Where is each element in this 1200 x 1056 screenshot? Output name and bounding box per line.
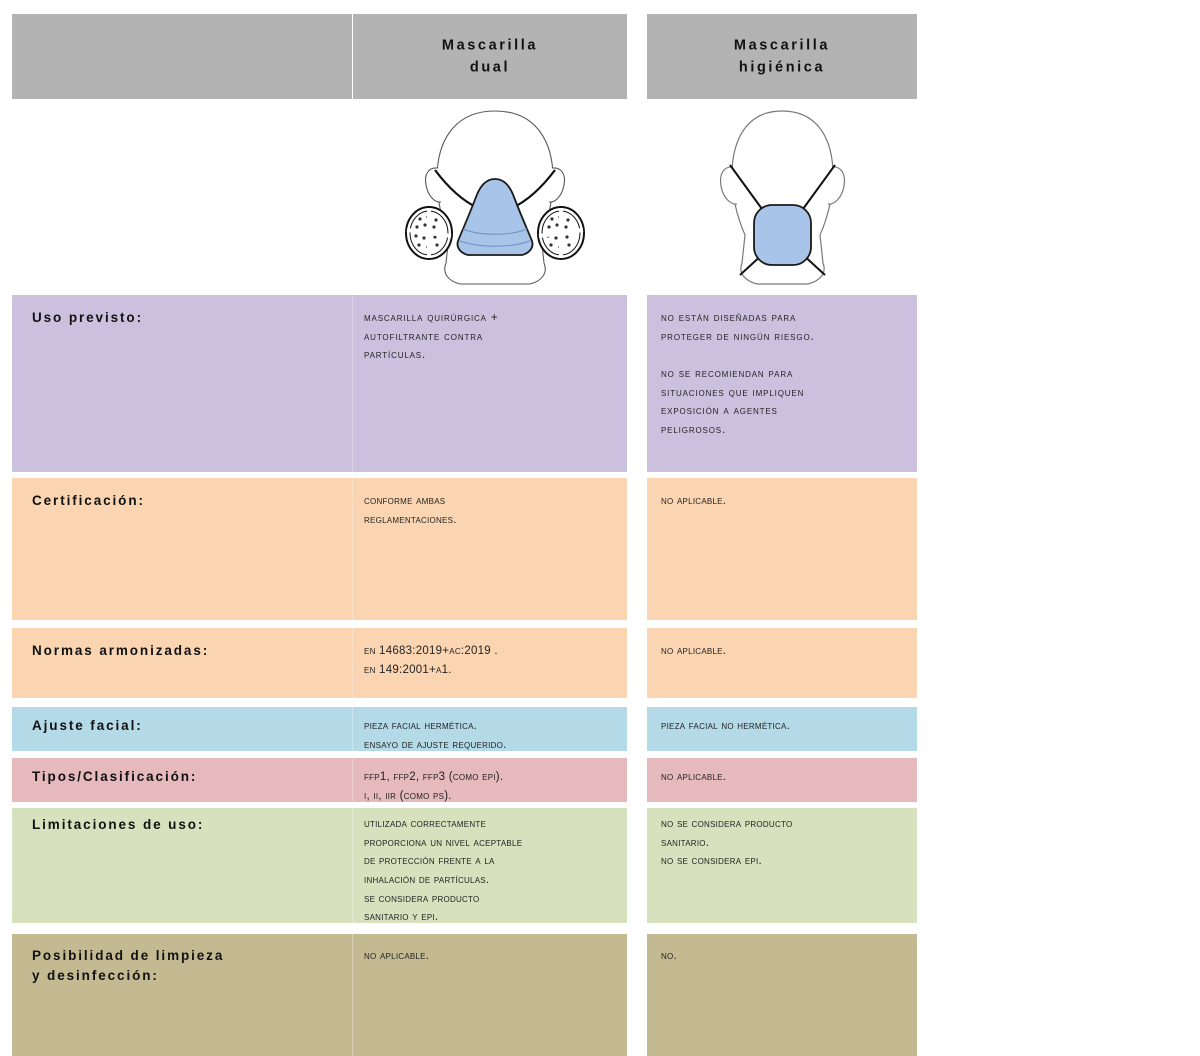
row-label: Normas armonizadas: <box>32 643 210 658</box>
hygienic-cell: No aplicable. <box>647 628 917 698</box>
dual-cell: No aplicable. <box>352 934 627 1056</box>
hygienic-cell-text: Pieza facial no hermética. <box>661 720 791 732</box>
ear-left <box>424 167 442 203</box>
header-cell-blank <box>12 14 352 99</box>
dual-cell: FFP1, FFP2, FFP3 (como EPI). I, II, IIR … <box>352 758 627 802</box>
dual-cell: Pieza facial hermética. Ensayo de ajuste… <box>352 707 627 751</box>
table-row: Limitaciones de uso: Utilizada correctam… <box>12 808 627 923</box>
hygienic-cell: No aplicable. <box>647 478 917 620</box>
mask-fold-1 <box>462 228 528 235</box>
column-divider <box>352 934 353 1056</box>
hygienic-cell: No aplicable. <box>647 758 917 802</box>
row-label-cell: Tipos/Clasificación: <box>12 758 352 802</box>
hygienic-cell-text: No se considera producto sanitario. No s… <box>661 818 793 868</box>
row-label-cell: Limitaciones de uso: <box>12 808 352 923</box>
dual-cell-text: Pieza facial hermética. Ensayo de ajuste… <box>364 720 507 751</box>
dual-cell-text: Mascarilla quirúrgica + autofiltrante co… <box>364 312 499 362</box>
table-row: Normas armonizadas: EN 14683:2019+AC:201… <box>12 628 627 698</box>
row-label: Uso previsto: <box>32 310 143 325</box>
dual-cell-text: No aplicable. <box>364 950 430 962</box>
mask-body <box>456 178 534 256</box>
header-dual-label: Mascarilla dual <box>441 37 539 76</box>
header-cell-dual: Mascarilla dual <box>353 14 627 99</box>
hygienic-cell-text: No aplicable. <box>661 771 727 783</box>
dual-cell-text: Utilizada correctamente proporciona un n… <box>364 818 523 924</box>
row-label: Limitaciones de uso: <box>32 817 205 832</box>
hygienic-mask-illustration <box>700 105 865 290</box>
mask-fold-2 <box>459 240 531 247</box>
dual-cell-text: EN 14683:2019+AC:2019 . EN 149:2001+A1. <box>364 645 498 676</box>
row-label-cell: Normas armonizadas: <box>12 628 352 698</box>
strap-upper-left <box>729 164 763 210</box>
ear-right <box>827 166 846 205</box>
row-label-cell: Uso previsto: <box>12 295 352 472</box>
filter-cartridge-right <box>537 206 585 260</box>
column-divider <box>352 758 353 802</box>
filter-cartridge-left <box>405 206 453 260</box>
dual-mask-svg <box>405 110 585 285</box>
hygienic-cell: No se considera producto sanitario. No s… <box>647 808 917 923</box>
hygienic-mask-svg <box>719 110 846 285</box>
column-divider <box>352 707 353 751</box>
column-divider <box>352 295 353 472</box>
header-hygienic-label: Mascarilla higiénica <box>733 37 831 76</box>
row-label-cell: Certificación: <box>12 478 352 620</box>
table-row: Posibilidad de limpieza y desinfección: … <box>12 934 627 1056</box>
table-row: Ajuste facial: Pieza facial hermética. E… <box>12 707 627 751</box>
hygienic-cell: Pieza facial no hermética. <box>647 707 917 751</box>
dual-mask-illustration <box>390 105 600 290</box>
dual-cell: Conforme ambas reglamentaciones. <box>352 478 627 620</box>
row-label: Ajuste facial: <box>32 718 143 733</box>
hygienic-cell-text: No aplicable. <box>661 645 727 657</box>
hygienic-cell-text: No están diseñadas para proteger de ning… <box>661 312 815 436</box>
hygienic-cell: No. <box>647 934 917 1056</box>
dual-cell: EN 14683:2019+AC:2019 . EN 149:2001+A1. <box>352 628 627 698</box>
hygienic-cell-text: No. <box>661 950 677 962</box>
row-label-cell: Posibilidad de limpieza y desinfección: <box>12 934 352 1056</box>
column-divider <box>352 808 353 923</box>
column-divider <box>352 478 353 620</box>
table-row: Uso previsto: Mascarilla quirúrgica + au… <box>12 295 627 472</box>
hygienic-cell: No están diseñadas para proteger de ning… <box>647 295 917 472</box>
row-label-cell: Ajuste facial: <box>12 707 352 751</box>
row-label: Tipos/Clasificación: <box>32 769 198 784</box>
table-row: Tipos/Clasificación: FFP1, FFP2, FFP3 (c… <box>12 758 627 802</box>
row-label: Posibilidad de limpieza y desinfección: <box>32 948 225 983</box>
row-label: Certificación: <box>32 493 145 508</box>
ear-left <box>719 166 738 205</box>
dual-cell-text: Conforme ambas reglamentaciones. <box>364 495 457 526</box>
header-cell-hygienic: Mascarilla higiénica <box>647 14 917 99</box>
hygienic-cell-text: No aplicable. <box>661 495 727 507</box>
strap-upper-right <box>802 164 836 210</box>
mask-body <box>753 204 812 266</box>
table-row: Certificación: Conforme ambas reglamenta… <box>12 478 627 620</box>
column-divider <box>352 628 353 698</box>
dual-cell-text: FFP1, FFP2, FFP3 (como EPI). I, II, IIR … <box>364 771 504 802</box>
dual-cell: Utilizada correctamente proporciona un n… <box>352 808 627 923</box>
dual-cell: Mascarilla quirúrgica + autofiltrante co… <box>352 295 627 472</box>
ear-right <box>548 167 566 203</box>
